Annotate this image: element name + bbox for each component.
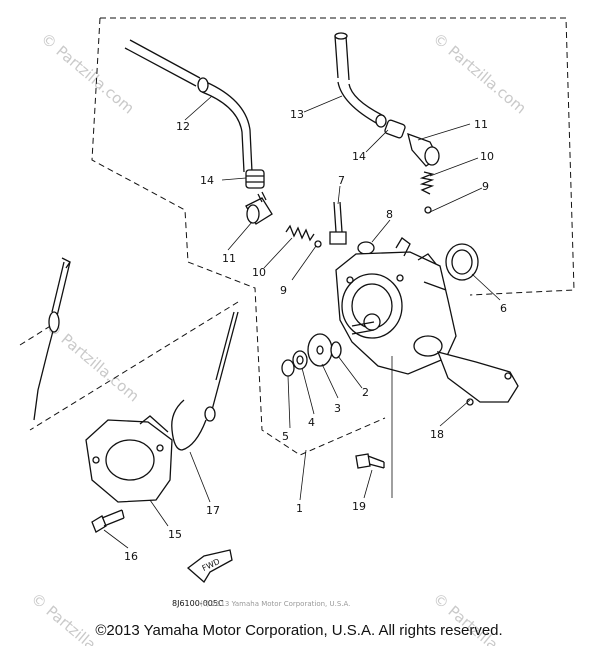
callout-10-right: 10 xyxy=(480,150,494,163)
gear-3 xyxy=(307,333,333,367)
watermark-top-left: © Partzilla.com xyxy=(37,29,137,117)
callout-8: 8 xyxy=(386,208,393,221)
callout-19: 19 xyxy=(352,500,366,513)
cable-17 xyxy=(33,257,239,451)
pump-body-1 xyxy=(335,237,457,375)
callout-18: 18 xyxy=(430,428,444,441)
callout-3: 3 xyxy=(334,402,341,415)
callout-4: 4 xyxy=(308,416,315,429)
callout-10-left: 10 xyxy=(252,266,266,279)
spring-10-right xyxy=(419,171,435,195)
callout-9-right: 9 xyxy=(482,180,489,193)
callout-6: 6 xyxy=(500,302,507,315)
diagram-ref: 8J6100-005C xyxy=(172,599,224,608)
clamp-14-left xyxy=(245,169,265,189)
bolt-19 xyxy=(355,453,385,469)
fitting-11-right xyxy=(407,132,440,167)
cable-boundary xyxy=(19,301,239,431)
callout-9-left: 9 xyxy=(280,284,287,297)
callout-16: 16 xyxy=(124,550,138,563)
leader-lines xyxy=(103,95,501,549)
ball-9-right xyxy=(424,206,432,214)
callout-14-left: 14 xyxy=(200,174,214,187)
watermark-center: © Partzilla.com xyxy=(42,317,142,405)
circlip-4 xyxy=(292,350,308,370)
cover-15 xyxy=(85,415,173,503)
callout-11-left: 11 xyxy=(222,252,236,265)
copyright-notice: ©2013 Yamaha Motor Corporation, U.S.A. A… xyxy=(95,622,503,639)
hose-12 xyxy=(124,39,253,173)
group-boundary xyxy=(91,17,575,456)
callouts: 12 13 11 14 10 9 14 7 8 11 10 9 6 2 3 4 … xyxy=(124,108,507,563)
callout-14-right: 14 xyxy=(352,150,366,163)
callout-11-right: 11 xyxy=(474,118,488,131)
oil-seal-6 xyxy=(445,243,479,281)
washer-5 xyxy=(281,359,295,377)
watermark-top-right: © Partzilla.com xyxy=(429,29,529,117)
callout-17: 17 xyxy=(206,504,220,517)
callout-15: 15 xyxy=(168,528,182,541)
callout-13: 13 xyxy=(290,108,304,121)
washer-8 xyxy=(357,241,375,255)
fitting-11-left xyxy=(245,191,273,225)
spring-10-left xyxy=(285,224,315,242)
gasket-18 xyxy=(436,351,519,406)
inline-copyright: (c) 2013 Yamaha Motor Corporation, U.S.A… xyxy=(200,600,350,608)
clamp-14-right xyxy=(384,119,406,139)
fwd-arrow: FWD xyxy=(186,549,233,584)
callout-2: 2 xyxy=(362,386,369,399)
callout-1: 1 xyxy=(296,502,303,515)
bolt-7 xyxy=(329,201,347,245)
callout-7: 7 xyxy=(338,174,345,187)
callout-12: 12 xyxy=(176,120,190,133)
screw-16 xyxy=(91,509,125,533)
callout-5: 5 xyxy=(282,430,289,443)
ball-9-left xyxy=(314,240,322,248)
hose-13 xyxy=(334,32,387,128)
washer-2 xyxy=(330,341,342,359)
